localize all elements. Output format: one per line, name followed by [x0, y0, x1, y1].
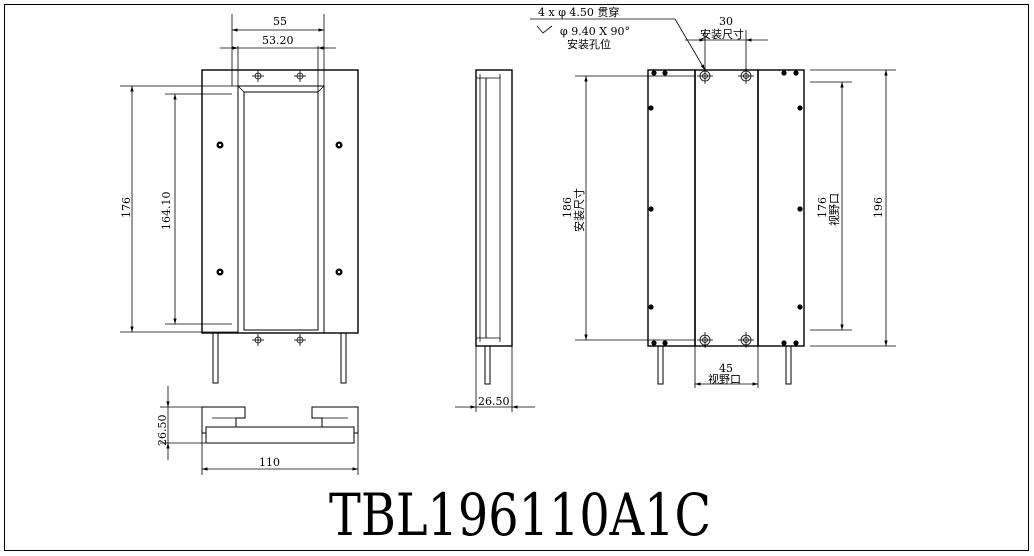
mount-hole-note-3: 安装孔位 [567, 37, 611, 51]
drawing-frame [4, 4, 1029, 551]
mount-dim-186: 186 [561, 197, 574, 218]
side-view [455, 69, 535, 412]
front-dim-164-10: 164.10 [160, 192, 173, 231]
mount-hole-note-2: φ 9.40 X 90° [560, 25, 630, 38]
mount-hole-note-1: 4 x φ 4.50 贯穿 [538, 5, 619, 19]
mount-view [530, 18, 896, 388]
mount-dim-186-label: 安装尺寸 [572, 188, 586, 232]
bottom-dim-26-50: 26.50 [156, 415, 169, 447]
mount-dim-45: 45 [719, 362, 733, 375]
side-dim-26-50: 26.50 [478, 395, 510, 408]
mount-dim-45-label: 视野口 [708, 372, 741, 386]
front-dim-176: 176 [120, 197, 133, 218]
front-dim-55: 55 [273, 15, 287, 28]
mount-dim-176-label: 视野口 [827, 193, 841, 226]
front-view [120, 14, 359, 384]
bottom-view [160, 386, 359, 475]
mount-dim-176: 176 [816, 197, 829, 218]
mount-dim-196: 196 [872, 197, 885, 218]
mount-dim-30-label: 安装尺寸 [700, 27, 744, 41]
front-dim-53-20: 53.20 [262, 34, 294, 47]
mount-dim-30: 30 [719, 15, 733, 28]
bottom-dim-110: 110 [259, 456, 280, 469]
drawing-title: TBL196110A1C [329, 481, 711, 549]
